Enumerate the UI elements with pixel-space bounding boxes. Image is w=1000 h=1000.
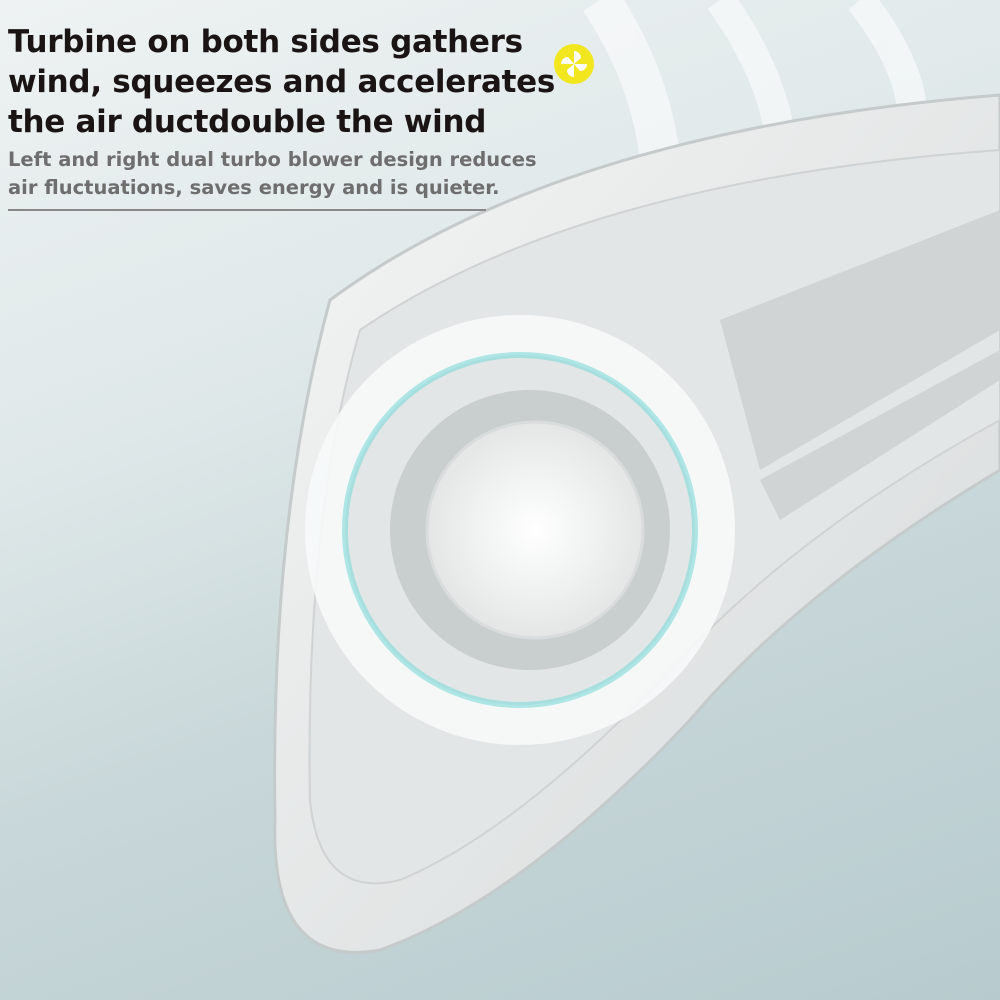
subtitle: Left and right dual turbo blower design … [8, 146, 537, 202]
headline-line: the air ductdouble the wind [8, 104, 487, 140]
headline-line: Turbine on both sides gathers [8, 24, 523, 60]
duct-ribs [720, 210, 1000, 520]
subtitle-line: air fluctuations, saves energy and is qu… [8, 176, 500, 199]
subtitle-line: Left and right dual turbo blower design … [8, 148, 537, 171]
headline: Turbine on both sides gathers wind, sque… [8, 22, 555, 142]
fan-icon [554, 44, 594, 84]
headline-line: wind, squeezes and accelerates [8, 64, 555, 100]
divider [8, 209, 486, 211]
turbine [305, 315, 735, 745]
